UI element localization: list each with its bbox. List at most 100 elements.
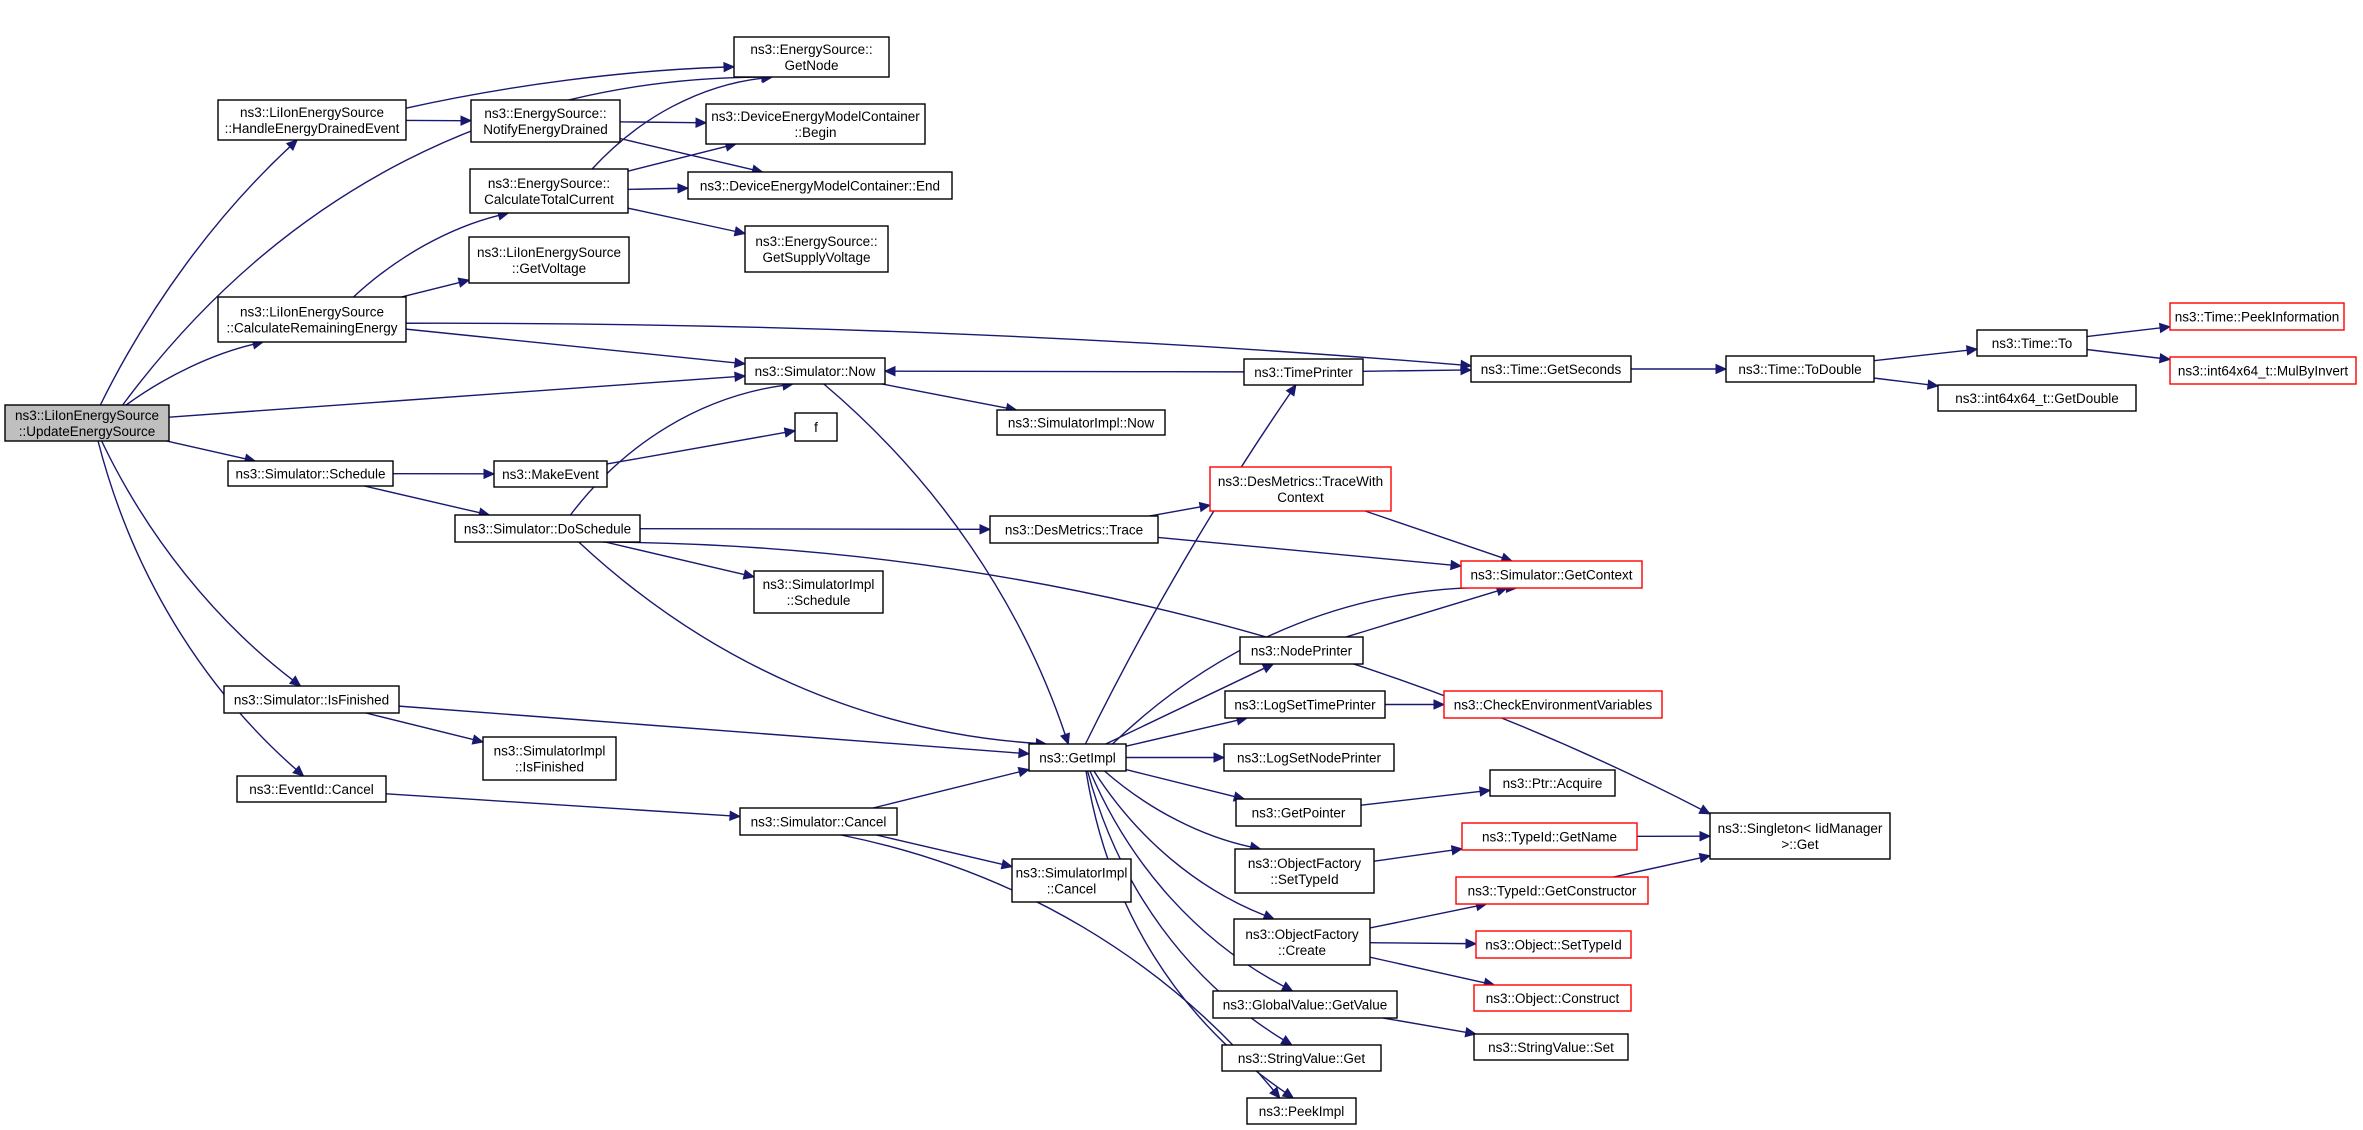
graph-node-root[interactable]: ns3::LiIonEnergySource::UpdateEnergySour… [4,404,170,442]
graph-node[interactable]: ns3::EnergySource::NotifyEnergyDrained [470,99,621,143]
call-edge-line [1373,849,1453,862]
call-edge-line [1084,392,1291,745]
graph-node[interactable]: ns3::TypeId::GetConstructor [1455,876,1649,905]
graph-node[interactable]: ns3::LogSetNodePrinter [1223,743,1395,772]
call-edge [627,141,738,172]
graph-node[interactable]: ns3::TimePrinter [1243,358,1364,386]
call-edge-line [619,121,697,124]
graph-node[interactable]: ns3::SimulatorImpl::Cancel [1011,858,1132,903]
graph-node[interactable]: ns3::NodePrinter [1239,636,1364,665]
call-edge [364,485,491,518]
graph-node[interactable]: ns3::DeviceEnergyModelContainer::End [687,171,953,200]
graph-node-label: NotifyEnergyDrained [483,122,608,137]
graph-node-label: ns3::TimePrinter [1254,365,1353,380]
graph-node-box [468,236,630,284]
call-edge-line [2086,348,2161,359]
call-edge [1631,363,1728,375]
call-graph-nodes: ns3::LiIonEnergySource::UpdateEnergySour… [4,36,2357,1125]
graph-node[interactable]: ns3::Simulator::IsFinished [223,685,400,714]
graph-node[interactable]: ns3::ObjectFactory::SetTypeId [1234,848,1375,894]
call-edge [385,793,742,822]
graph-node-box [1028,743,1127,772]
graph-node[interactable]: ns3::ObjectFactory::Create [1233,918,1371,966]
graph-node[interactable]: ns3::Simulator::GetContext [1460,560,1643,589]
graph-node[interactable]: ns3::LiIonEnergySource::GetVoltage [468,236,630,284]
graph-node[interactable]: ns3::Time::ToDouble [1725,355,1875,383]
graph-node[interactable]: ns3::Simulator::Now [744,357,886,385]
graph-node[interactable]: ns3::SimulatorImpl::IsFinished [482,736,617,781]
call-edge-line [1360,790,1481,806]
graph-node-box [1234,848,1375,894]
graph-node-label: ns3::NodePrinter [1251,644,1353,659]
call-edge-line [1093,770,1265,917]
call-edge-line [365,712,474,741]
graph-node[interactable]: ns3::Time::PeekInformation [2169,302,2345,331]
call-edge [1369,956,1496,988]
graph-node[interactable]: ns3::MakeEvent [493,460,608,488]
graph-node[interactable]: ns3::GetPointer [1235,798,1362,827]
graph-node[interactable]: ns3::int64x64_t::GetDouble [1937,384,2137,412]
graph-node-box [1461,822,1638,851]
graph-node[interactable]: ns3::GetImpl [1028,743,1127,772]
graph-node[interactable]: ns3::LiIonEnergySource::CalculateRemaini… [217,296,407,343]
graph-node-label: ns3::EventId::Cancel [249,782,374,797]
call-edge-line [1105,667,1265,745]
graph-node[interactable]: ns3::EventId::Cancel [236,775,387,803]
graph-node[interactable]: ns3::SimulatorImpl::Now [996,409,1166,436]
graph-node[interactable]: ns3::StringValue::Get [1221,1044,1382,1072]
graph-node[interactable]: ns3::int64x64_t::MulByInvert [2169,356,2357,385]
graph-node[interactable]: ns3::EnergySource::GetNode [733,36,890,78]
graph-node[interactable]: ns3::Ptr::Acquire [1489,769,1616,797]
graph-node[interactable]: ns3::Time::GetSeconds [1470,355,1632,383]
graph-node[interactable]: ns3::Simulator::Cancel [739,807,898,836]
call-edge-line [401,281,460,298]
graph-node[interactable]: ns3::LiIonEnergySource::HandleEnergyDrai… [217,99,407,141]
graph-node-label: ns3::TypeId::GetName [1482,830,1617,845]
graph-node[interactable]: ns3::Simulator::Schedule [227,460,394,487]
graph-node[interactable]: ns3::SimulatorImpl::Schedule [753,570,884,614]
graph-node[interactable]: ns3::CheckEnvironmentVariables [1443,690,1663,719]
graph-node[interactable]: ns3::PeekImpl [1246,1097,1357,1125]
call-edge-arrowhead [883,365,896,377]
call-edge-arrowhead [1465,938,1478,949]
graph-node[interactable]: f [794,412,838,442]
graph-node[interactable]: ns3::EnergySource::CalculateTotalCurrent [469,168,629,214]
graph-node-label: ns3::LogSetTimePrinter [1234,698,1376,713]
graph-node[interactable]: ns3::DesMetrics::Trace [989,515,1159,544]
graph-node-label: ns3::TypeId::GetConstructor [1468,884,1637,899]
graph-node-label: ns3::Object::Construct [1486,991,1620,1006]
graph-node[interactable]: ns3::LogSetTimePrinter [1224,690,1386,719]
graph-node[interactable]: ns3::DeviceEnergyModelContainer::Begin [705,103,926,145]
call-edge-line [122,76,762,406]
graph-node-box [1223,743,1395,772]
call-edge [166,440,257,464]
graph-node-label: ns3::Object::SetTypeId [1485,938,1622,953]
call-edge [569,380,795,516]
graph-node[interactable]: ns3::StringValue::Set [1473,1033,1629,1061]
graph-node-box [1233,918,1371,966]
graph-node[interactable]: ns3::TypeId::GetName [1461,822,1638,851]
call-edge-line [1369,941,1467,945]
graph-node[interactable]: ns3::Object::SetTypeId [1475,930,1632,959]
graph-node-label: ns3::Simulator::Cancel [751,815,887,830]
call-edge-line [606,431,786,465]
graph-node-box [1709,812,1891,860]
call-edge [882,383,1018,414]
call-edge-arrowhead [1460,364,1473,376]
graph-node-box [794,412,838,442]
call-edge-line [405,66,725,109]
graph-node[interactable]: ns3::Singleton< IidManager >::Get [1709,812,1891,860]
graph-node[interactable]: ns3::Simulator::DoSchedule [454,514,641,543]
graph-node[interactable]: ns3::GlobalValue::GetValue [1212,990,1398,1019]
graph-node-label: ns3::SimulatorImpl [494,744,606,759]
call-edge-arrowhead [1715,363,1728,375]
graph-node[interactable]: ns3::Object::Construct [1473,984,1632,1012]
graph-node[interactable]: ns3::Time::To [1976,329,2088,357]
call-edge [1385,699,1446,710]
graph-node-label: ns3::CheckEnvironmentVariables [1454,698,1653,713]
call-edge-line [1383,1017,1467,1033]
graph-node[interactable]: ns3::EnergySource::GetSupplyVoltage [744,225,889,273]
call-edge-line [1873,377,1929,386]
